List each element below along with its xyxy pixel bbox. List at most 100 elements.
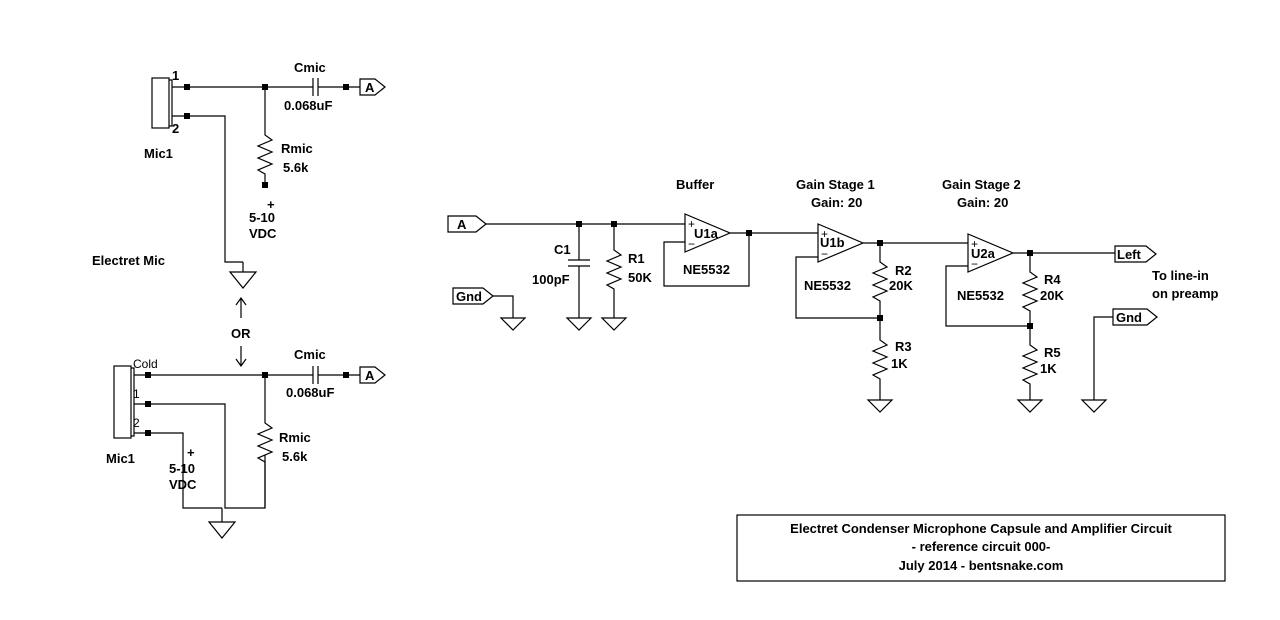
junction: [145, 401, 151, 407]
mic-bottom-rmic-symbol: [256, 375, 274, 508]
mic-bottom-label: Mic1: [106, 451, 135, 466]
amp-input-port-a: A: [447, 215, 487, 233]
note-line2: on preamp: [1152, 286, 1219, 301]
r5-symbol: [1021, 326, 1039, 400]
mic-bottom-port-a-label: A: [365, 368, 375, 383]
u2a-opamp: [967, 233, 1015, 273]
u2a-part: NE5532: [957, 288, 1004, 303]
stage1-title: Gain Stage 1: [796, 177, 875, 192]
title-line3: July 2014 - bentsnake.com: [899, 558, 1064, 573]
r2-name: R2: [895, 263, 912, 278]
r4-symbol: [1021, 253, 1039, 326]
amp-gnd-wire: [493, 295, 514, 318]
amp-out-port-left: Left: [1114, 245, 1157, 263]
c1-symbol: [568, 224, 590, 318]
mic-bottom-supply-line1: 5-10: [169, 461, 195, 476]
mic-bottom-pin2: 2: [133, 416, 140, 430]
mic-top-label: Mic1: [144, 146, 173, 161]
mic-top-port-a-label: A: [365, 80, 375, 95]
r1-ground-symbol: [600, 317, 628, 331]
amp-out-gnd-port: Gnd: [1080, 308, 1158, 413]
u1a-minus: −: [688, 237, 695, 251]
down-arrow-icon: [235, 346, 247, 368]
amp-gnd-port-label: Gnd: [456, 289, 482, 304]
mic-bottom-port-a: A: [359, 366, 386, 384]
mic-top-capsule: [151, 77, 170, 129]
mic-bottom-pin1-wire: [134, 403, 266, 509]
mic-top-cmic-symbol: [310, 78, 360, 96]
up-arrow-icon: [235, 296, 247, 318]
mic-bottom-circuit: A Cold 1 2 Mic1 Cmic 0.068uF Rmic 5.6k +…: [106, 347, 386, 539]
amp-gnd-port: Gnd: [452, 287, 527, 331]
u1a-plus: +: [688, 217, 695, 231]
stage2-title: Gain Stage 2: [942, 177, 1021, 192]
r4-value: 20K: [1040, 288, 1064, 303]
u1b-plus: +: [821, 227, 828, 241]
u1b-minus: −: [821, 247, 828, 261]
junction: [184, 113, 190, 119]
amplifier-circuit: A Gnd + − U1a NE5532 Buffer +: [447, 177, 1219, 413]
mic-bottom-pin1: 1: [133, 387, 140, 401]
mic-bottom-ground-symbol: [207, 508, 237, 539]
junction: [145, 430, 151, 436]
mic-bottom-capsule-edge: [131, 367, 135, 437]
stage1-gain: Gain: 20: [811, 195, 862, 210]
mic-bottom-pin2-wire: [134, 432, 222, 509]
mic-bottom-res-name: Rmic: [279, 430, 311, 445]
or-separator: OR: [231, 296, 251, 368]
r1-name: R1: [628, 251, 645, 266]
r1-value: 50K: [628, 270, 652, 285]
mic-bottom-supply-line2: VDC: [169, 477, 197, 492]
junction: [145, 372, 151, 378]
c1-name: C1: [554, 242, 571, 257]
r5-ground-symbol: [1016, 399, 1044, 413]
r1-symbol: [605, 224, 623, 318]
mic-top-cap-value: 0.068uF: [284, 98, 332, 113]
mic-top-cap-name: Cmic: [294, 60, 326, 75]
u1a-opamp: [684, 213, 732, 253]
r4-name: R4: [1044, 272, 1061, 287]
mic-top-supply-line1: 5-10: [249, 210, 275, 225]
u1b-label: U1b: [820, 235, 845, 250]
mic-top-pin1: 1: [172, 68, 179, 83]
u1a-label: U1a: [694, 226, 719, 241]
amp-out-gnd-symbol: [1080, 399, 1108, 413]
junction: [343, 84, 349, 90]
u2a-plus: +: [971, 237, 978, 251]
buffer-title: Buffer: [676, 177, 714, 192]
r2-value: 20K: [889, 278, 913, 293]
junction: [262, 182, 268, 188]
amp-out-port-label: Left: [1117, 247, 1142, 262]
amp-gnd-symbol: [499, 317, 527, 331]
mic-top-res-name: Rmic: [281, 141, 313, 156]
u1b-opamp: [817, 223, 865, 263]
mic-top-res-value: 5.6k: [283, 160, 309, 175]
mic-top-port-a: A: [359, 78, 386, 96]
junction: [184, 84, 190, 90]
c1-value: 100pF: [532, 272, 570, 287]
mic-bottom-cap-name: Cmic: [294, 347, 326, 362]
mic-bottom-cap-symbol: [310, 366, 360, 384]
u2a-label: U2a: [971, 246, 996, 261]
mic-top-rmic-symbol: [256, 87, 274, 185]
mic-top-ground-symbol: [228, 262, 258, 289]
title-block-frame: [736, 514, 1226, 582]
mic-top-capsule-edge: [169, 79, 173, 127]
mic-bottom-cap-value: 0.068uF: [286, 385, 334, 400]
mic-bottom-supply-plus: +: [187, 445, 195, 460]
junction: [343, 372, 349, 378]
u2a-feedback-wire: [945, 265, 1030, 327]
c1-ground-symbol: [565, 317, 593, 331]
amp-out-gnd-port-label: Gnd: [1116, 310, 1142, 325]
amp-out-gnd-wire: [1093, 316, 1113, 400]
r5-value: 1K: [1040, 361, 1057, 376]
mic-bottom-res-value: 5.6k: [282, 449, 308, 464]
or-label: OR: [231, 326, 251, 341]
title-line2: - reference circuit 000-: [912, 539, 1051, 554]
mic-top-supply-plus: +: [267, 197, 275, 212]
stage2-gain: Gain: 20: [957, 195, 1008, 210]
mic-top-caption: Electret Mic: [92, 253, 165, 268]
r3-value: 1K: [891, 356, 908, 371]
r3-symbol: [871, 318, 889, 400]
